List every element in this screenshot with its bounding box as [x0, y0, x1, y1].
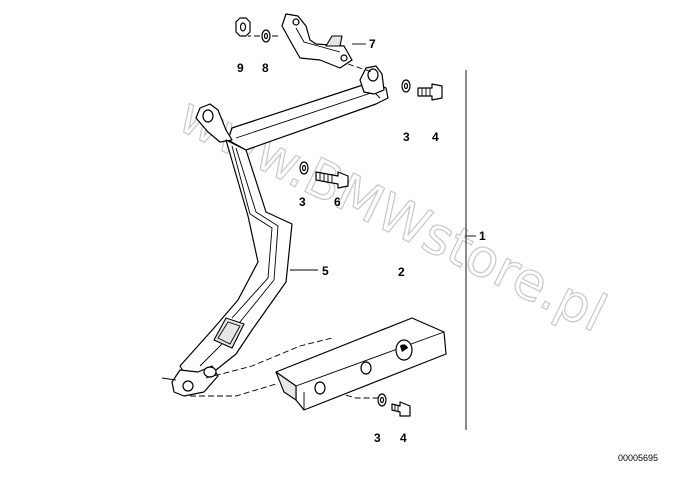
leader-lines	[290, 43, 476, 430]
bolt-6	[315, 171, 349, 189]
label-4-lower: 4	[400, 431, 407, 445]
label-1: 1	[479, 229, 486, 243]
diagram-code: 00005695	[618, 453, 658, 463]
label-3-upper: 3	[403, 130, 410, 144]
label-3-middle: 3	[299, 195, 306, 209]
washer-3-middle	[299, 161, 309, 175]
washer-8	[261, 29, 271, 43]
label-6: 6	[334, 195, 341, 209]
label-2: 2	[398, 265, 405, 279]
label-7: 7	[369, 37, 376, 51]
label-9: 9	[237, 61, 244, 75]
lower-plate-2	[275, 317, 447, 411]
nut-9	[235, 17, 251, 37]
washer-3-lower	[377, 393, 387, 407]
bolt-4-lower	[391, 401, 411, 417]
label-8: 8	[262, 61, 269, 75]
washer-3-upper	[401, 79, 411, 93]
part-labels: 1 2 3 4 3 6 5 7 8 9 3 4	[237, 37, 486, 445]
label-4-upper: 4	[432, 130, 439, 144]
label-3-lower: 3	[374, 431, 381, 445]
upper-bracket-7	[281, 13, 353, 69]
main-bracket-5	[161, 65, 389, 397]
bolt-4-upper	[417, 83, 443, 101]
label-5: 5	[322, 264, 329, 278]
